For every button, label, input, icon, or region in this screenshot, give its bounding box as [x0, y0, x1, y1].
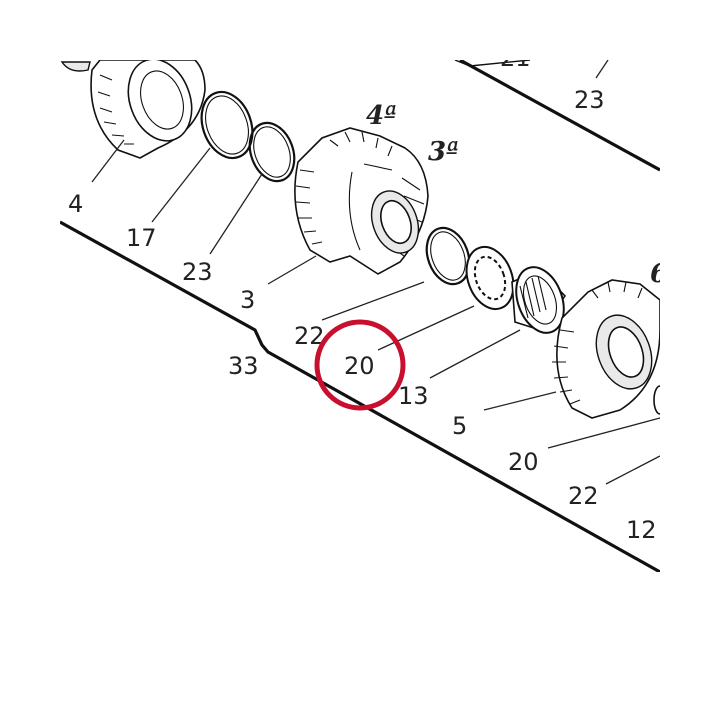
part-number-5: 5 [452, 412, 467, 440]
part-number-3: 3 [240, 286, 255, 314]
gear-label-third: 3ª [428, 137, 459, 167]
part-number-23-top: 23 [574, 86, 605, 114]
part-number-12: 12 [626, 516, 657, 544]
part-number-33: 33 [228, 352, 259, 380]
part-number-23: 23 [182, 258, 213, 286]
gear-5 [552, 279, 660, 419]
leader-lines [91, 60, 660, 485]
part-number-20: 20 [508, 448, 539, 476]
part-number-13: 13 [398, 382, 429, 410]
needle-bearing-13 [511, 266, 567, 334]
gear-4 [60, 60, 206, 159]
snap-ring-17 [200, 90, 254, 160]
part-number-4: 4 [68, 190, 83, 218]
part-number-17: 17 [126, 224, 157, 252]
part-number-21-partial: 21 [500, 44, 531, 72]
snap-ring-23 [248, 121, 296, 183]
part-number-20-highlighted: 20 [344, 352, 375, 380]
gear-label-sixth-partial: 6 [650, 259, 668, 289]
cover-edge [454, 60, 531, 67]
shaft-boundary-upper [459, 60, 660, 172]
splined-washer-20 [465, 246, 515, 310]
part-number-22b: 22 [568, 482, 599, 510]
gear-label-fourth: 4ª [366, 101, 397, 131]
gear-3-double [294, 127, 429, 275]
snap-ring-22 [425, 226, 471, 286]
shaft-boundary-lower [60, 220, 660, 572]
highlight-circle [314, 319, 406, 411]
